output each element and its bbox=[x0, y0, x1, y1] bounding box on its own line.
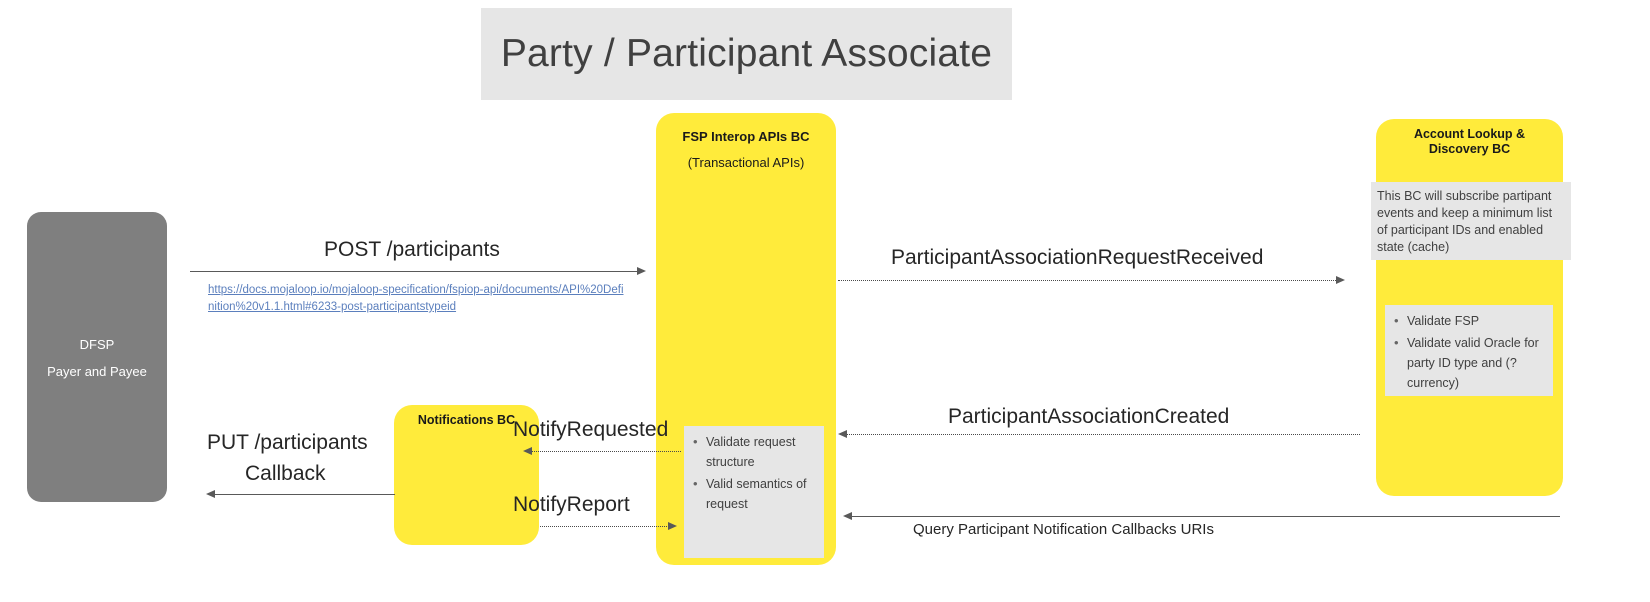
diagram-title-banner: Party / Participant Associate bbox=[481, 8, 1012, 100]
arrow-participant-association-created-line bbox=[846, 434, 1360, 435]
arrow-notify-report-head bbox=[668, 522, 677, 530]
list-item: Valid semantics of request bbox=[693, 474, 820, 514]
arrow-notify-requested-line bbox=[531, 451, 681, 452]
note-als-cache: This BC will subscribe partipant events … bbox=[1371, 182, 1571, 260]
link-fspiop-spec[interactable]: https://docs.mojaloop.io/mojaloop-specif… bbox=[208, 284, 624, 313]
arrow-notify-report-line bbox=[540, 526, 671, 527]
arrow-query-participant-notification-callbacks-line bbox=[851, 516, 1560, 517]
flow-label-query-participant-notification-callbacks-uris: Query Participant Notification Callbacks… bbox=[913, 521, 1214, 538]
page-title: Party / Participant Associate bbox=[500, 32, 993, 75]
arrow-participant-association-request-received-line bbox=[838, 280, 1338, 281]
flow-label-notify-report: NotifyReport bbox=[513, 493, 630, 516]
note-als-validations: Validate FSP Validate valid Oracle for p… bbox=[1385, 305, 1553, 396]
flow-label-participant-association-created: ParticipantAssociationCreated bbox=[948, 405, 1230, 428]
arrow-post-participants-line bbox=[190, 271, 640, 272]
lane-dfsp-subtitle: Payer and Payee bbox=[47, 364, 147, 379]
flow-label-post-participants: POST /participants bbox=[324, 238, 500, 261]
arrow-post-participants-head bbox=[637, 267, 646, 275]
list-item: Validate request structure bbox=[693, 432, 820, 472]
lane-notifications-bc: Notifications BC bbox=[394, 405, 539, 545]
flow-label-put-participants: PUT /participants bbox=[207, 431, 368, 454]
arrow-query-participant-notification-callbacks-head bbox=[843, 512, 852, 520]
arrow-put-participants-line bbox=[215, 494, 395, 495]
fsp-validation-list: Validate request structure Valid semanti… bbox=[686, 432, 820, 514]
arrow-put-participants-head bbox=[206, 490, 215, 498]
arrow-participant-association-created-head bbox=[838, 430, 847, 438]
arrow-participant-association-request-received-head bbox=[1336, 276, 1345, 284]
flow-label-participant-association-request-received: ParticipantAssociationRequestReceived bbox=[891, 246, 1264, 269]
list-item: Validate valid Oracle for party ID type … bbox=[1394, 333, 1547, 393]
lane-fsp-interop-title: FSP Interop APIs BC bbox=[682, 129, 810, 144]
lane-fsp-interop-subtitle: (Transactional APIs) bbox=[687, 155, 805, 170]
flow-label-put-participants-callback: Callback bbox=[245, 462, 326, 485]
lane-dfsp: DFSP Payer and Payee bbox=[27, 212, 167, 502]
lane-notifications-title: Notifications BC bbox=[417, 413, 516, 427]
list-item: Validate FSP bbox=[1394, 311, 1547, 331]
flow-label-notify-requested: NotifyRequested bbox=[513, 418, 669, 441]
note-fsp-validations: Validate request structure Valid semanti… bbox=[684, 426, 824, 558]
lane-dfsp-title: DFSP bbox=[79, 337, 115, 352]
lane-account-lookup-title: Account Lookup & Discovery BC bbox=[1413, 127, 1526, 156]
arrow-notify-requested-head bbox=[523, 447, 532, 455]
als-validation-list: Validate FSP Validate valid Oracle for p… bbox=[1387, 311, 1547, 393]
